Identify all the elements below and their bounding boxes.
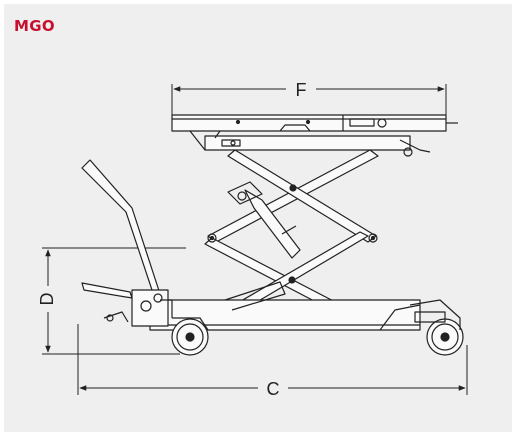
dimension-label-c: C xyxy=(267,379,280,399)
dimension-label-d: D xyxy=(37,293,57,306)
dimension-label-f: F xyxy=(296,80,307,100)
lift-table-drawing xyxy=(81,114,464,356)
model-title: MGO xyxy=(14,17,55,35)
dimension-d: D xyxy=(37,247,186,355)
dimension-c: C xyxy=(77,324,468,399)
dimension-f: F xyxy=(171,80,447,120)
